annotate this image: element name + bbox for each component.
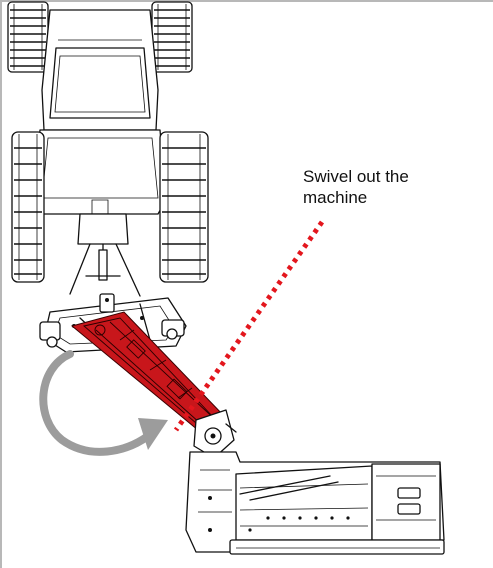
tractor-wheel-front-left	[7, 1, 49, 73]
callout-line-2: machine	[303, 188, 368, 207]
tractor-wheel-front-right	[151, 1, 193, 73]
tractor-wheel-rear-right	[159, 131, 209, 283]
tractor-wheel-rear-left	[11, 131, 45, 283]
swivel-arm-highlighted	[70, 311, 227, 441]
curved-arrow-clockwise-icon	[39, 350, 168, 456]
callout-line-1: Swivel out the	[303, 167, 409, 186]
swivel-joint	[193, 409, 237, 469]
tractor	[7, 1, 209, 297]
mulcher-head	[185, 451, 445, 555]
tractor-body	[41, 9, 159, 131]
dotted-leader-line-icon	[173, 220, 325, 432]
tractor-cab	[33, 129, 167, 215]
callout-label: Swivel out the machine	[303, 166, 473, 208]
tractor-hitch	[69, 213, 141, 297]
